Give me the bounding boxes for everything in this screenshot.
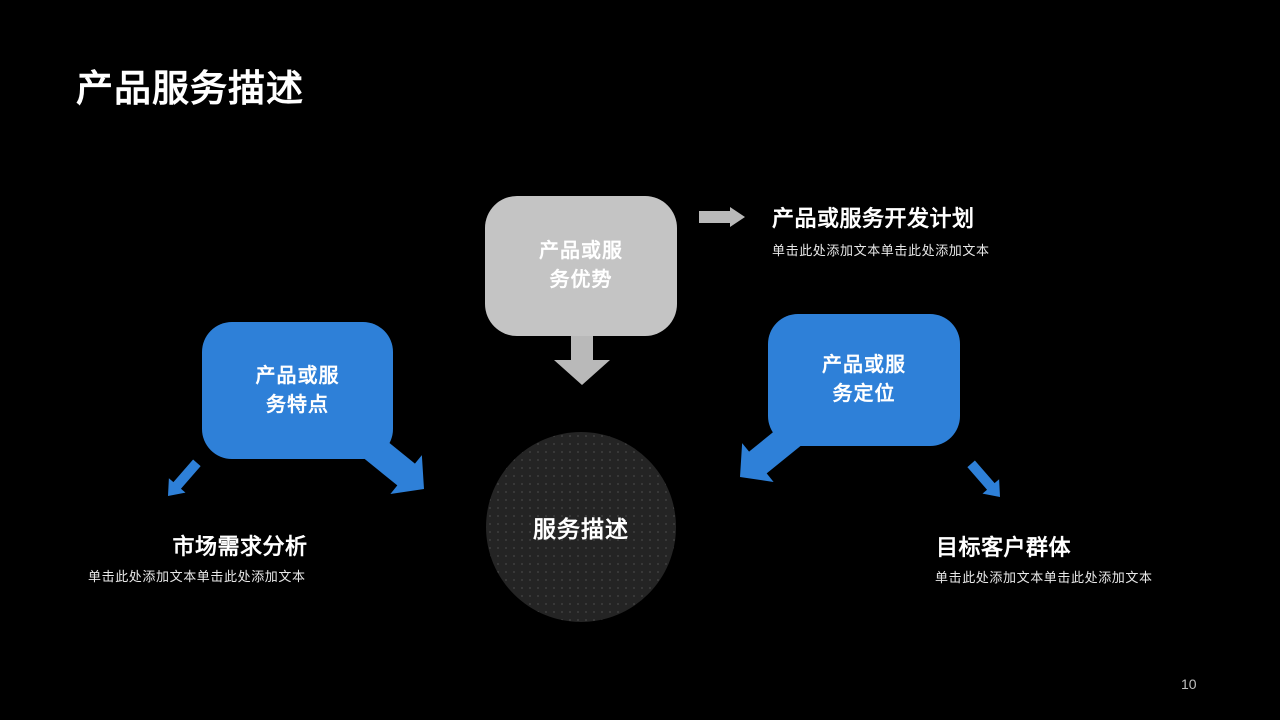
market-demand-body: 单击此处添加文本单击此处添加文本 — [88, 569, 306, 584]
down-arrow-icon — [554, 329, 610, 385]
right-arrow-icon — [699, 207, 745, 227]
advantage-bubble-label-line1: 产品或服 — [539, 240, 623, 262]
positioning-bubble-label-line1: 产品或服 — [822, 354, 906, 376]
down-right-arrow-icon — [967, 460, 1000, 497]
feature-bubble: 产品或服 务特点 — [202, 322, 393, 459]
development-plan-body: 单击此处添加文本单击此处添加文本 — [772, 243, 990, 258]
target-customers-heading: 目标客户群体 — [936, 535, 1072, 560]
advantage-bubble: 产品或服 务优势 — [485, 196, 677, 336]
service-description-circle: 服务描述 — [486, 432, 676, 622]
target-customers-body: 单击此处添加文本单击此处添加文本 — [935, 570, 1153, 585]
advantage-bubble-label-line2: 务优势 — [549, 269, 613, 291]
down-left-arrow-icon — [168, 459, 201, 496]
development-plan-heading: 产品或服务开发计划 — [772, 206, 975, 231]
page-number: 10 — [1181, 676, 1197, 692]
feature-bubble-label-line1: 产品或服 — [255, 364, 340, 387]
service-description-circle-label: 服务描述 — [533, 516, 629, 542]
feature-bubble-label-line2: 务特点 — [266, 393, 329, 416]
positioning-bubble: 产品或服 务定位 — [768, 314, 960, 446]
slide-title: 产品服务描述 — [76, 68, 304, 109]
positioning-bubble-label-line2: 务定位 — [832, 383, 896, 405]
market-demand-heading: 市场需求分析 — [172, 534, 308, 559]
